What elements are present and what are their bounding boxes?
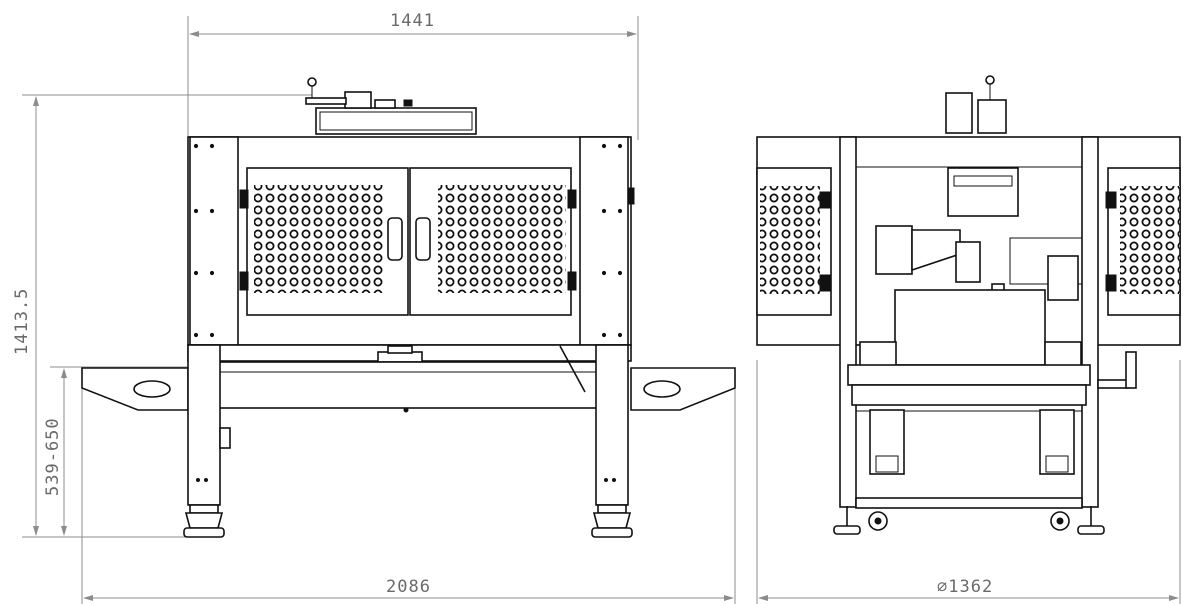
perforated-door-left [239,167,409,316]
dimension-label-overall-length: 2086 [386,577,431,597]
dimension-overall-length: 2086 [81,380,736,604]
dimension-side-diameter: ∅1362 [756,360,1181,604]
side-top-mechanism [945,75,1007,134]
side-body-block [847,289,1137,412]
dimension-overall-height: 1413.5 [12,94,312,538]
dimension-label-leg-height: 539-650 [43,417,63,496]
dimension-label-top-width: 1441 [390,11,435,31]
leg-left [183,344,231,538]
side-view [756,75,1181,535]
conveyor-frame [81,344,736,413]
leg-right [591,344,633,538]
top-adjuster-assembly [305,77,477,135]
front-view [81,77,736,538]
side-lower-blocks [855,409,1083,509]
dimension-leg-height: 539-650 [43,366,190,536]
housing-bolts [193,143,623,338]
dimension-label-overall-height: 1413.5 [12,288,32,355]
perforated-door-right [409,167,577,316]
side-casters [833,506,1105,535]
dimension-top-width: 1441 [187,11,639,140]
dimension-label-side-diameter: ∅1362 [937,577,993,597]
side-perforated-panel-left [756,167,832,316]
side-perforated-panel-right [1105,167,1181,316]
